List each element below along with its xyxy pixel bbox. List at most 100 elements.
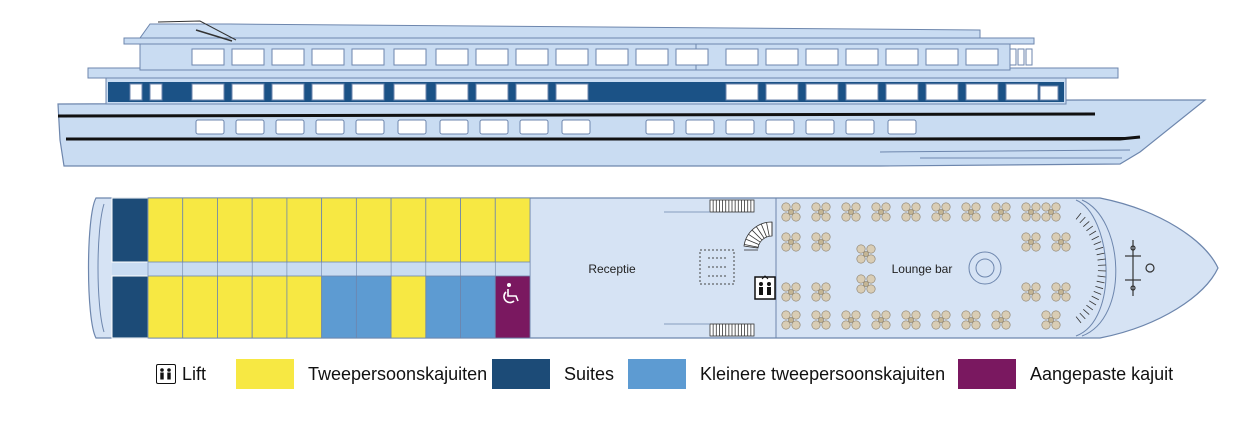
window [805,48,839,66]
chair [1061,242,1071,252]
chair [866,274,876,284]
window [515,48,549,66]
chair [931,212,941,222]
chair [971,320,981,330]
double-cabin [286,275,323,339]
chair [821,310,831,320]
window [351,83,385,101]
window [231,83,265,101]
chair [821,320,831,330]
porthole [887,119,917,135]
window [1005,83,1039,101]
table [878,317,884,323]
legend-label-suite: Suites [564,363,615,384]
window [311,83,345,101]
table [1048,317,1054,323]
legend-label-double-cabin: Tweepersoonskajuiten [308,363,488,384]
table [818,239,824,245]
lift-icon [156,364,176,384]
hull-stripe [66,135,1141,141]
window [595,48,629,66]
lounge-table [781,202,801,222]
chair [871,202,881,212]
porthole [315,119,345,135]
porthole [561,119,591,135]
spiral-staircase [743,221,773,251]
double-cabin [251,197,288,263]
chair [781,232,791,242]
wheelhouse [139,23,981,39]
legend: Lift Tweepersoonskajuiten Suites Kleiner… [0,356,1260,392]
window [393,83,427,101]
lounge-table [1041,202,1061,222]
window [845,83,879,101]
chair [811,320,821,330]
stairs [664,323,755,337]
double-cabin [217,275,253,339]
lounge-table [1021,232,1041,252]
window [555,48,589,66]
porthole [275,119,305,135]
chair [961,202,971,212]
double-cabin [182,275,218,339]
chair [1021,202,1031,212]
lounge-table [991,202,1011,222]
table [788,289,794,295]
corridor [112,262,530,276]
porthole [397,119,427,135]
lounge-table [781,310,801,330]
bow-step [1093,290,1102,295]
chair [811,310,821,320]
chair [941,212,951,222]
chair [841,310,851,320]
chair [856,254,866,264]
chair [1021,282,1031,292]
spiral-step [744,244,759,248]
chair [866,244,876,254]
chair [811,282,821,292]
lounge-table [811,202,831,222]
bow-step [1097,275,1106,278]
legend-label-lift: Lift [182,363,207,384]
bow-step [1095,246,1104,251]
bow-step [1086,304,1094,311]
lounge-table [841,310,861,330]
bow-step [1089,300,1097,306]
double-cabin [494,197,531,263]
chair [961,212,971,222]
chair [961,310,971,320]
double-cabin [217,197,253,263]
legend-item-lift: Lift [156,356,206,392]
table [968,209,974,215]
porthole [765,119,795,135]
lounge-table [856,244,876,264]
lounge-table [1021,282,1041,302]
stairs [664,199,755,213]
window [191,83,225,101]
chair [791,212,801,222]
lounge-table [811,282,831,302]
chair [971,310,981,320]
chair [871,310,881,320]
chair [1061,292,1071,302]
chair [1051,282,1061,292]
lounge-table [961,202,981,222]
double-cabin [182,197,218,263]
bow-step [1079,312,1086,320]
chair [1051,310,1061,320]
lounge-table [931,310,951,330]
spiral-step [756,226,765,239]
double-cabin [147,275,184,339]
lounge-table [1051,282,1071,302]
legend-label-small-double-cabin: Kleinere tweepersoonskajuiten [700,363,946,384]
chair [971,212,981,222]
lounge-table [871,310,891,330]
chair [1001,202,1011,212]
chair [931,320,941,330]
chair [821,282,831,292]
window [675,48,709,66]
chair [1001,310,1011,320]
bow-step [1093,241,1102,246]
chair [1031,202,1041,212]
chair [781,202,791,212]
